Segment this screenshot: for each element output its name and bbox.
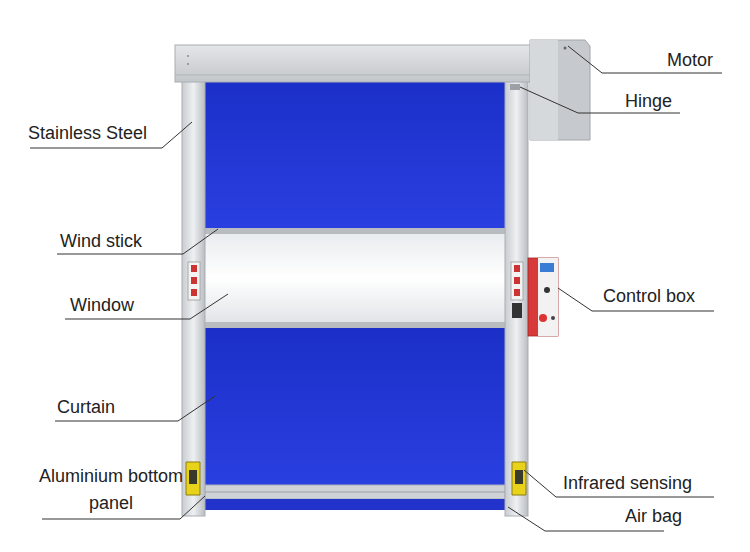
part-label: Hinge [625,90,672,112]
header-box [175,45,535,82]
part-label: Curtain [57,396,115,418]
right-buttons [511,262,523,318]
air-bag [205,499,505,510]
leader-lines [30,46,722,531]
part-label: Infrared sensing [563,472,692,494]
left-post [182,80,205,516]
part-label: Wind stick [60,230,142,252]
right-post [505,80,528,516]
wind-stick [205,228,505,234]
left-buttons [188,262,200,300]
part-label: Air bag [625,505,682,527]
infrared-sensor [186,462,526,495]
part-label: Control box [603,285,695,307]
control-box [528,258,558,336]
hinge [510,84,520,90]
part-label: Stainless Steel [28,122,147,144]
part-label: Aluminium bottom panel [36,463,186,517]
bottom-panel [205,485,505,499]
curtain-upper [205,80,505,230]
part-label: Window [70,294,134,316]
motor-box [530,40,590,140]
wind-stick [205,322,505,328]
curtain-lower [205,328,505,488]
window-panel [205,234,505,322]
part-label: Motor [667,49,713,71]
